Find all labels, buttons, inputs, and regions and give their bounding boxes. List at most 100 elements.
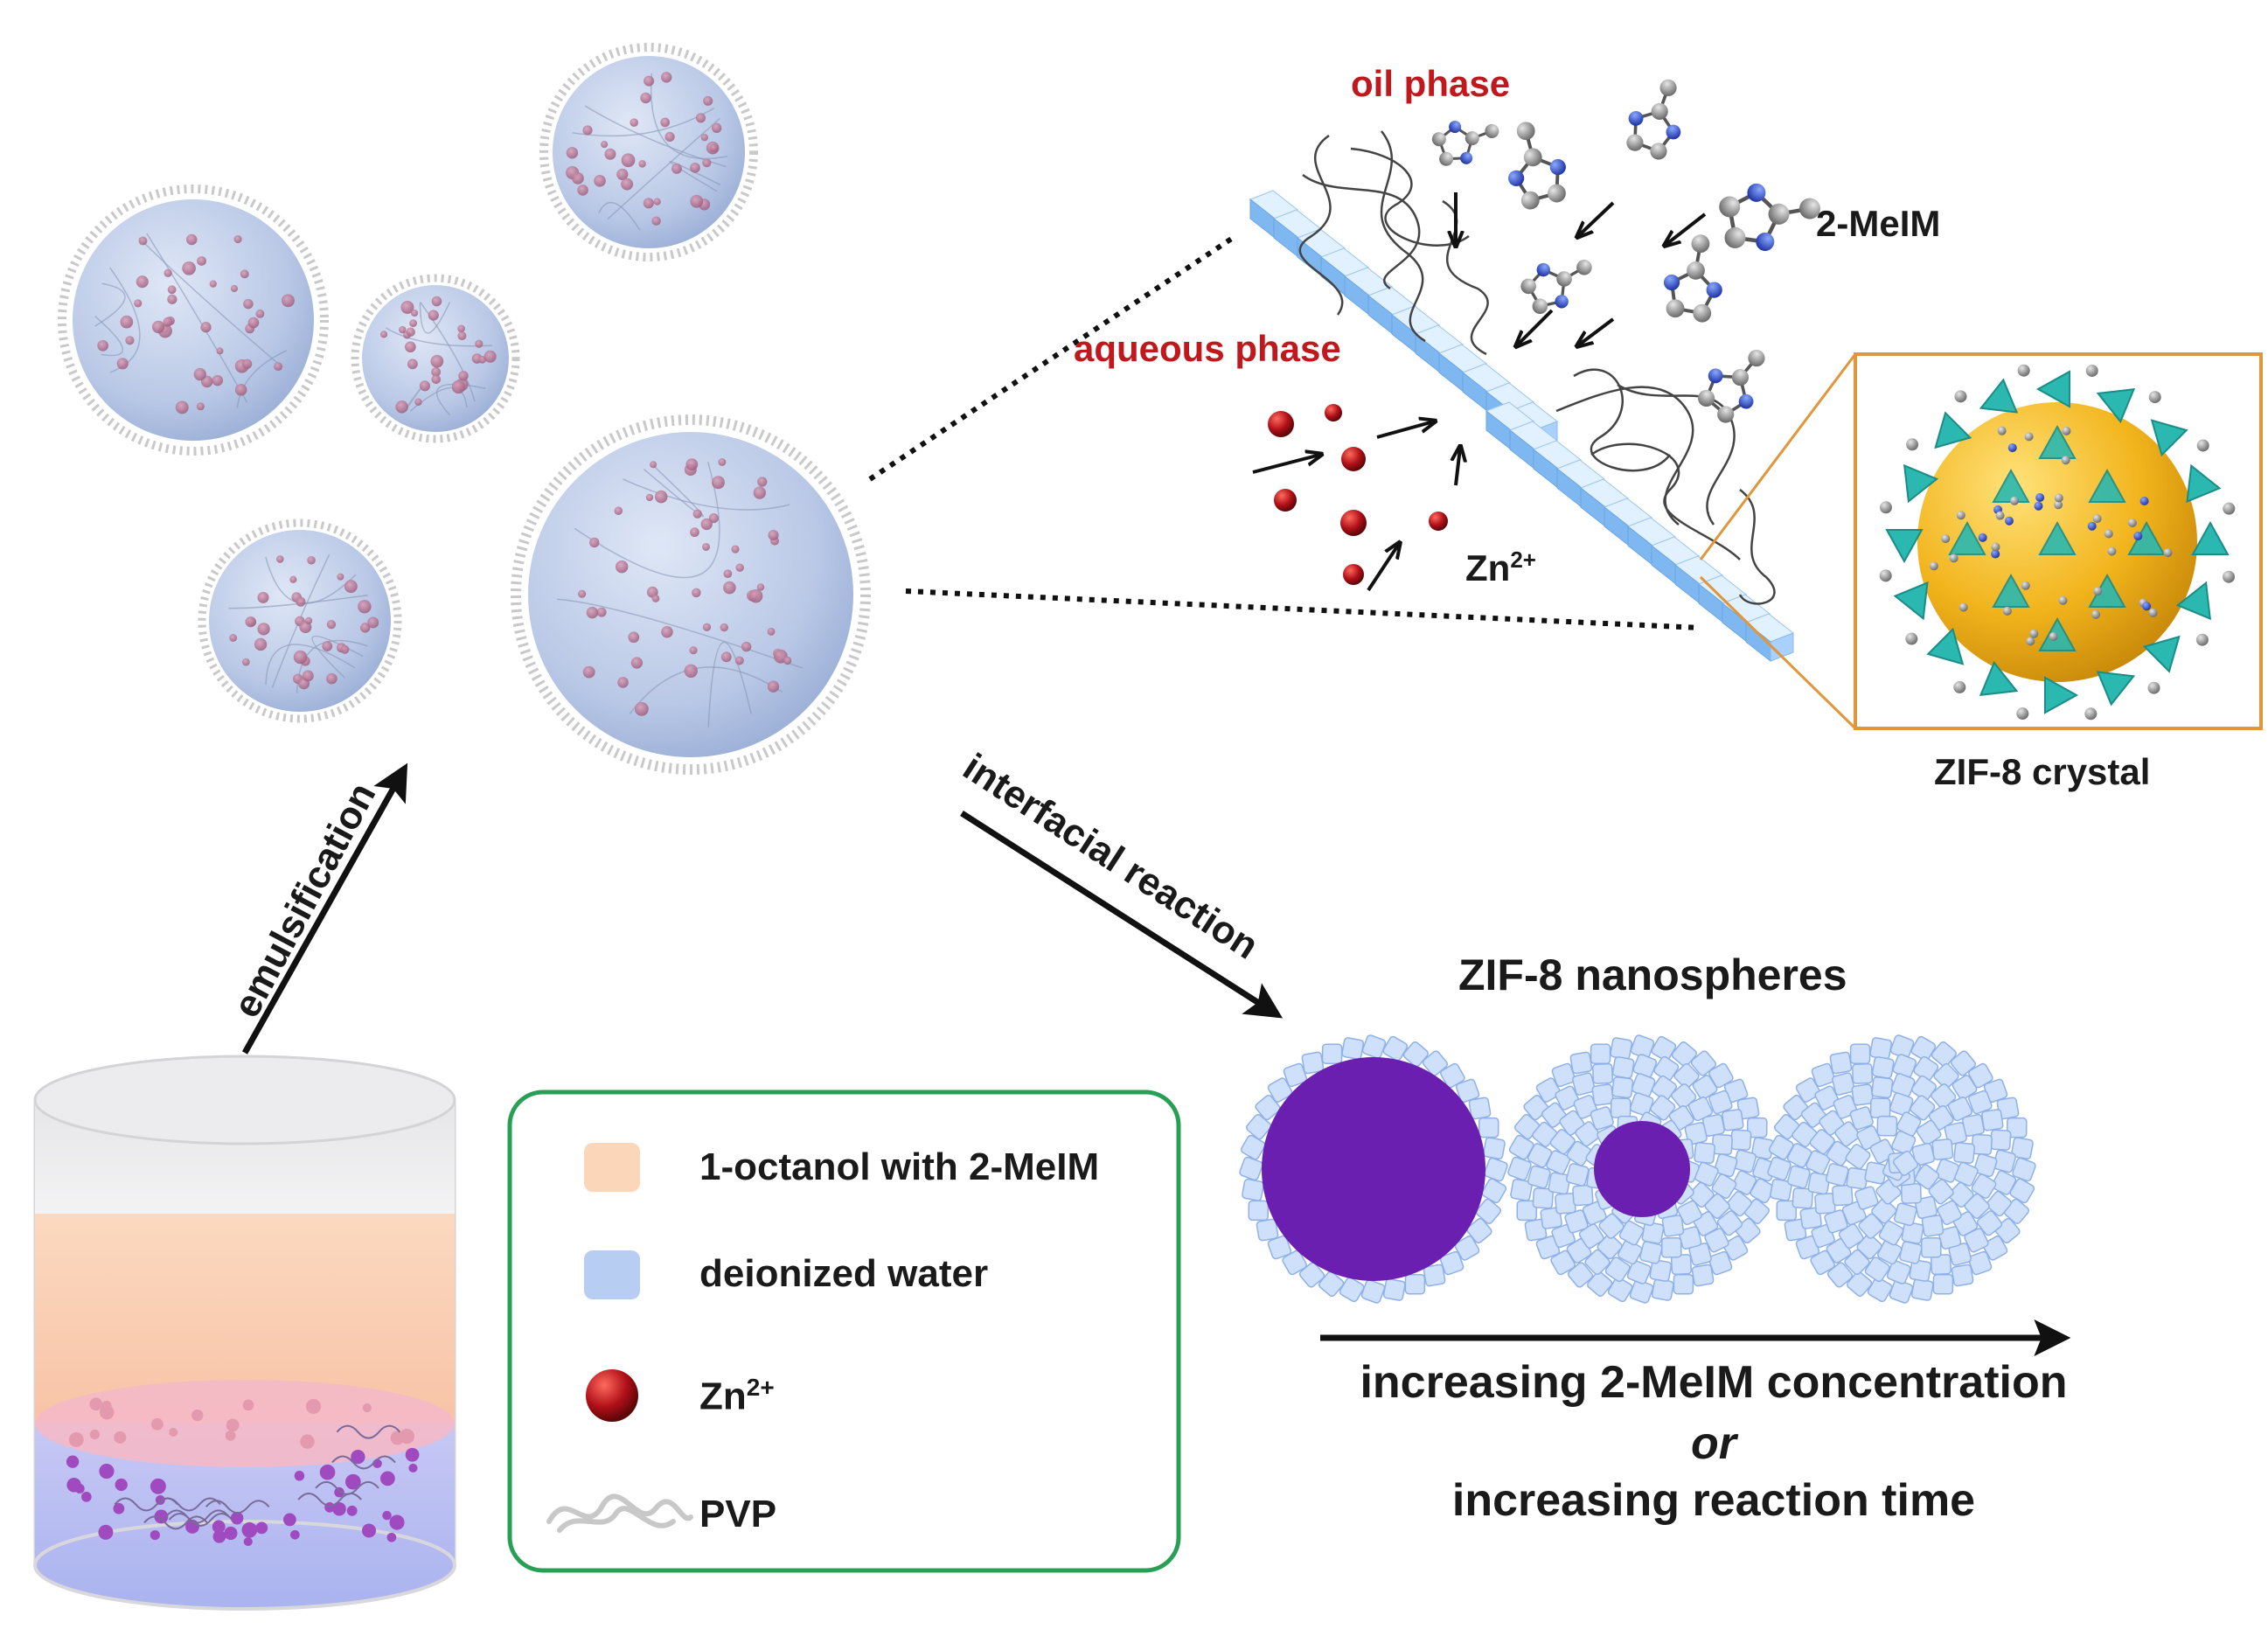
zn-dot	[684, 664, 698, 678]
zn-dot	[661, 626, 673, 638]
legend-label-water: deionized water	[699, 1252, 989, 1295]
cup-particle	[98, 1524, 114, 1540]
lattice-atom	[2062, 426, 2071, 435]
pvp-thread	[643, 465, 705, 518]
zn-dot	[703, 95, 713, 106]
lattice-atom	[2087, 521, 2097, 531]
cup-particle	[66, 1477, 81, 1493]
zn-dot	[200, 322, 212, 333]
pvp-thread	[94, 316, 124, 357]
zn-ion	[1268, 411, 1294, 437]
lattice-atom	[1879, 569, 1892, 582]
zn-dot	[621, 153, 636, 168]
pvp-thread	[707, 641, 752, 728]
cup-particle	[66, 1455, 80, 1468]
zn-dot	[182, 261, 196, 275]
diffusion-arrows	[1252, 192, 1707, 592]
zn-dot	[484, 350, 497, 363]
zif8-nanocrystal	[1891, 1131, 1917, 1156]
lattice-atom	[2054, 500, 2063, 510]
zn-dot	[614, 506, 623, 515]
zn-dot	[257, 623, 270, 636]
zn-dot	[451, 379, 466, 394]
zn-dot	[689, 646, 698, 655]
zn-dot	[193, 367, 206, 381]
tetrahedron	[2035, 370, 2070, 408]
zif8-nanocrystal	[1832, 1184, 1854, 1207]
cup-particle	[351, 1450, 365, 1465]
lattice-atom	[2085, 364, 2098, 377]
zif8-nanocrystal	[1590, 1043, 1611, 1065]
lattice-atom	[2002, 606, 2012, 616]
zif8-nanocrystal	[1921, 1215, 1944, 1237]
cup-particle	[225, 1430, 236, 1441]
zn-dot	[296, 596, 306, 607]
zif8-nanocrystal	[1242, 1178, 1264, 1201]
lattice-atom	[2029, 629, 2039, 638]
zn-dot	[457, 324, 465, 333]
zn-dot	[233, 234, 242, 244]
interface-zoom	[1249, 79, 1820, 663]
cup-particle	[390, 1431, 405, 1445]
zif8-nanocrystal	[1641, 1222, 1665, 1244]
zif8-nanocrystal	[1592, 1062, 1614, 1084]
zn-dot	[431, 296, 442, 307]
zif8-nanocrystal	[1661, 1215, 1685, 1237]
zn-dot	[651, 216, 661, 226]
lattice-atom	[1991, 549, 2000, 559]
pvp-thread	[419, 302, 451, 334]
zif8-nanocrystal	[1825, 1163, 1849, 1187]
zn-dot	[399, 325, 407, 334]
zif8-nanocrystal	[1611, 1076, 1634, 1099]
legend-zn-charge: 2+	[746, 1374, 775, 1401]
zif8-nanocrystal	[1911, 1142, 1936, 1166]
zn-dot	[395, 400, 408, 414]
zn-dot	[163, 317, 173, 327]
zif8-nanocrystal	[1478, 1117, 1499, 1138]
zn-dot	[601, 141, 609, 149]
interface-ellipse	[35, 1380, 455, 1467]
tetrahedron	[2142, 635, 2181, 673]
zif8-nanocrystal	[1901, 1222, 1924, 1244]
oil-phase-label: oil phase	[1351, 63, 1511, 104]
zn-dot	[344, 580, 358, 594]
zn-dot	[768, 529, 779, 541]
pvp-thread	[669, 161, 721, 192]
cup-particle	[150, 1478, 166, 1494]
zn-ion	[1274, 489, 1297, 512]
cup-particle	[113, 1502, 125, 1514]
zif8-nanocrystal	[1786, 1165, 1811, 1189]
pvp-thread	[228, 595, 368, 609]
zn-dot	[400, 300, 414, 314]
zn-dot	[216, 347, 224, 355]
lattice-atom	[2010, 496, 2020, 505]
zn-dot	[304, 616, 313, 624]
zn-dot	[700, 134, 708, 142]
lattice-atom	[1978, 533, 1987, 542]
lattice-atom	[2107, 547, 2117, 556]
legend-label-pvp: PVP	[699, 1493, 777, 1535]
zn-dot	[723, 581, 736, 595]
zif8-nanocrystal	[1711, 1133, 1733, 1156]
legend	[507, 1090, 1181, 1573]
zn-dot	[711, 122, 722, 133]
zn-dot	[756, 583, 765, 591]
melim-molecules	[1431, 79, 1820, 423]
tetrahedron	[1934, 411, 1972, 449]
interfacial-reaction-arrow	[960, 811, 1284, 1019]
zn-dot	[229, 634, 238, 642]
zn-dot	[638, 160, 646, 168]
cup-particle	[191, 1409, 204, 1422]
lattice-atom	[1879, 501, 1892, 514]
zif8-nanocrystal	[1483, 1137, 1506, 1160]
cup-particle	[294, 1471, 305, 1481]
tetrahedron	[2150, 419, 2188, 457]
melim-molecule-icon	[1663, 234, 1722, 323]
zn-dot	[720, 651, 732, 663]
zif8-nanocrystal	[1248, 1200, 1270, 1222]
zn-dot	[241, 359, 253, 369]
cup-particle	[405, 1447, 420, 1462]
lattice-atom	[2004, 516, 2014, 526]
zn-dot	[419, 380, 430, 392]
zif8-nanocrystal	[1899, 1241, 1923, 1264]
